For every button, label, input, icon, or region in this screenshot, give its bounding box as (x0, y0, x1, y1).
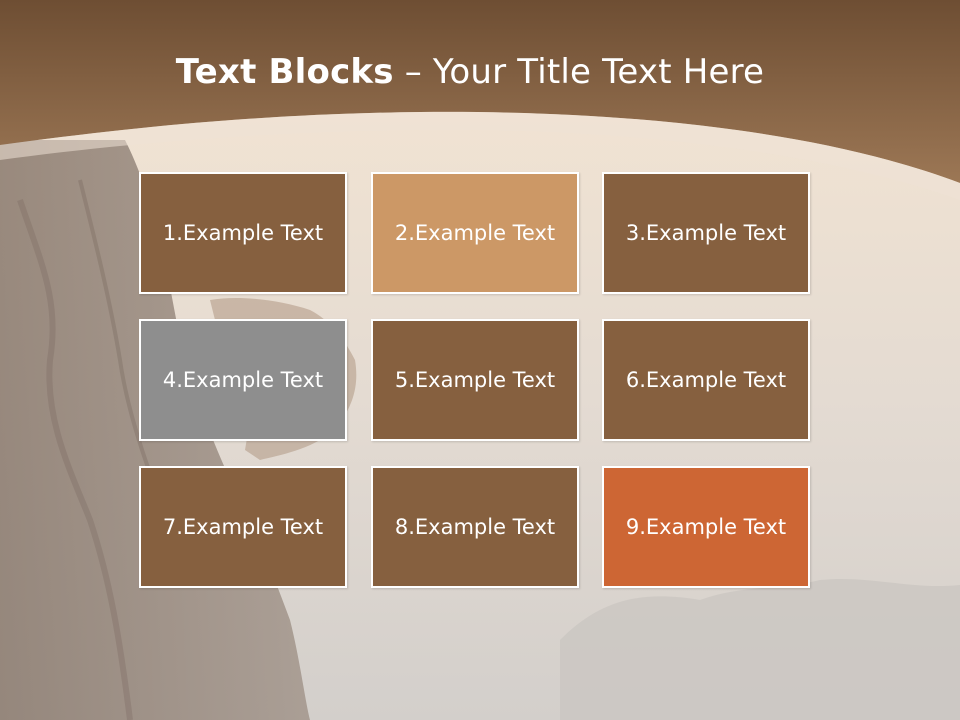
text-block-7: 7.Example Text (139, 466, 347, 588)
text-block-label: 3.Example Text (625, 221, 787, 245)
title-bold: Text Blocks (175, 52, 394, 92)
text-block-label: 6.Example Text (625, 368, 787, 392)
text-block-label: 2.Example Text (394, 221, 556, 245)
text-block-6: 6.Example Text (602, 319, 810, 441)
text-block-8: 8.Example Text (371, 466, 579, 588)
text-block-9: 9.Example Text (602, 466, 810, 588)
text-block-4: 4.Example Text (139, 319, 347, 441)
text-block-5: 5.Example Text (371, 319, 579, 441)
slide-title: Text Blocks – Your Title Text Here (0, 52, 940, 92)
text-block-label: 7.Example Text (162, 515, 324, 539)
text-block-label: 8.Example Text (394, 515, 556, 539)
text-block-label: 4.Example Text (162, 368, 324, 392)
title-dash: – (393, 52, 433, 92)
title-rest: Your Title Text Here (432, 52, 765, 92)
text-block-3: 3.Example Text (602, 172, 810, 294)
text-block-label: 9.Example Text (625, 515, 787, 539)
text-block-label: 5.Example Text (394, 368, 556, 392)
text-block-1: 1.Example Text (139, 172, 347, 294)
text-block-2: 2.Example Text (371, 172, 579, 294)
text-block-label: 1.Example Text (162, 221, 324, 245)
